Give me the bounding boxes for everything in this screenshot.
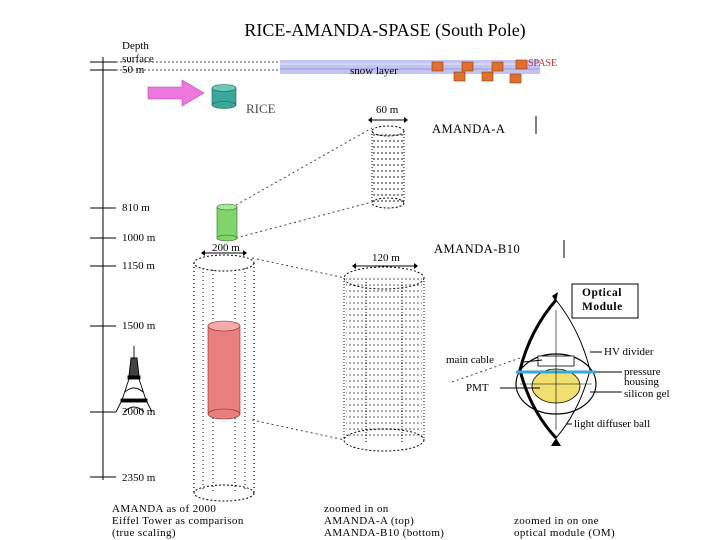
amanda-2000-width: 200 m xyxy=(212,242,240,254)
amanda-b10-label: AMANDA-B10 xyxy=(434,242,521,256)
pressure-label-2: housing xyxy=(624,376,659,388)
spase-station xyxy=(491,61,504,72)
amanda-a-cylinder xyxy=(216,203,238,242)
spase-station xyxy=(431,61,444,72)
amanda-a-label: AMANDA-A xyxy=(432,122,506,136)
depth-header: Depth xyxy=(122,40,149,52)
amanda-a-zoom xyxy=(368,117,408,209)
caption-left-3: (true scaling) xyxy=(112,527,176,539)
om-title-2: Module xyxy=(582,301,623,313)
b10-width: 120 m xyxy=(372,252,400,264)
hv-divider-label: HV divider xyxy=(604,346,654,358)
amanda-b10-zoom xyxy=(343,263,425,452)
snow-layer-label: snow layer xyxy=(350,65,398,77)
diffuser-label: light diffuser ball xyxy=(574,418,651,430)
pmt-label: PMT xyxy=(466,382,489,394)
zoom-lines xyxy=(235,127,521,441)
silicon-gel-label: silicon gel xyxy=(624,388,670,400)
depth-ticks xyxy=(90,61,116,478)
optical-module-box xyxy=(571,283,639,319)
depth-mark-2350: 2350 m xyxy=(122,472,156,484)
main-cable-label: main cable xyxy=(446,354,494,366)
amanda-a-width: 60 m xyxy=(376,104,399,116)
amanda-2000-cylinder xyxy=(193,250,255,502)
depth-mark-1500: 1500 m xyxy=(122,320,156,332)
page-title: RICE-AMANDA-SPASE (South Pole) xyxy=(244,20,526,40)
caption-right-1: zoomed in on one xyxy=(514,515,599,527)
spase-label: SPASE xyxy=(528,58,558,69)
spase-station xyxy=(509,73,522,84)
caption-middle-1: zoomed in on xyxy=(324,503,389,515)
depth-mark-1150: 1150 m xyxy=(122,260,155,272)
spase-stations xyxy=(431,59,528,84)
spase-station xyxy=(453,71,466,82)
om-title-1: Optical xyxy=(582,287,622,299)
caption-middle-3: AMANDA-B10 (bottom) xyxy=(324,527,445,539)
optical-module-drawing xyxy=(500,292,622,446)
arrow-icon xyxy=(147,79,205,107)
caption-right-2: optical module (OM) xyxy=(514,527,616,539)
depth-mark-50: 50 m xyxy=(122,64,145,76)
spase-station xyxy=(481,71,494,82)
spase-station xyxy=(515,59,528,70)
rice-label: RICE xyxy=(246,101,276,116)
caption-left-1: AMANDA as of 2000 xyxy=(112,503,217,515)
surface-label: surface xyxy=(122,53,154,65)
caption-middle-2: AMANDA-A (top) xyxy=(324,515,415,527)
caption-left-2: Eiffel Tower as comparison xyxy=(112,515,244,527)
eiffel-tower-icon xyxy=(115,346,153,413)
depth-mark-2000: 2000 m xyxy=(122,406,156,418)
depth-mark-1000: 1000 m xyxy=(122,232,156,244)
rice-cylinder xyxy=(211,84,237,109)
depth-mark-810: 810 m xyxy=(122,202,150,214)
pressure-label-1: pressure xyxy=(624,366,661,378)
spase-station xyxy=(461,61,474,72)
